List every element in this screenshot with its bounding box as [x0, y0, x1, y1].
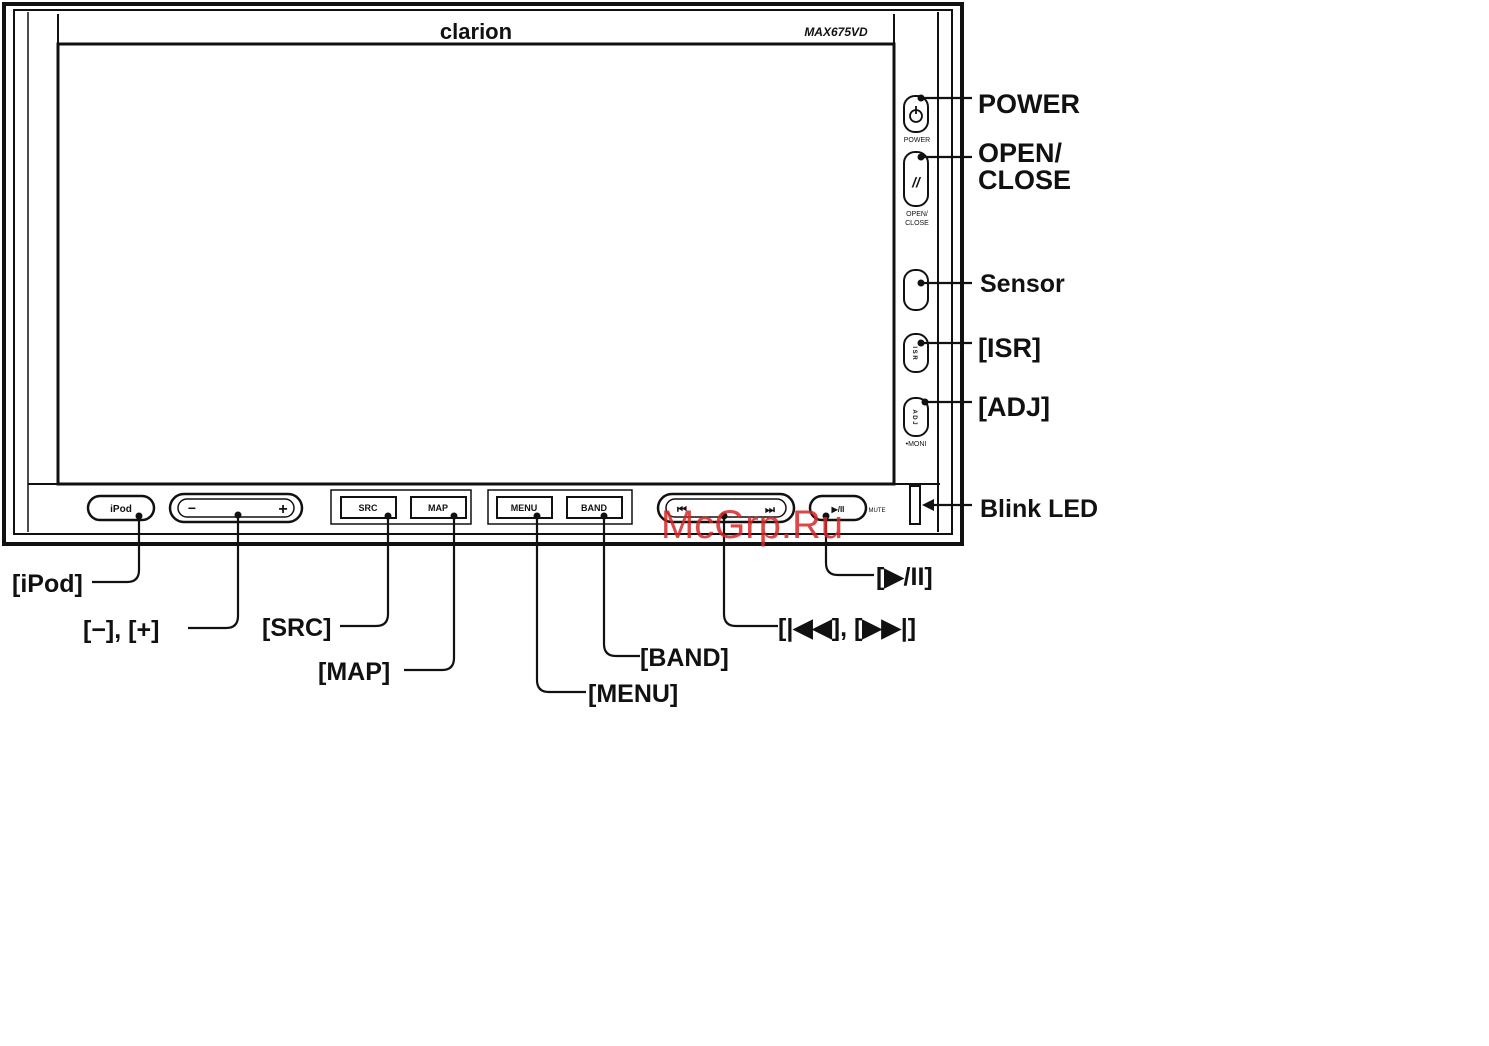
callout-open-close-2: CLOSE [978, 165, 1071, 195]
arrow-icon [922, 499, 934, 511]
open-close-button[interactable]: // [904, 152, 928, 206]
screen [58, 44, 894, 484]
volume-minus-button[interactable]: − [188, 500, 196, 516]
callout-sensor: Sensor [980, 270, 1065, 298]
isr-button[interactable]: I S R [904, 334, 928, 372]
callout-skip: [|◀◀], [▶▶|] [778, 614, 916, 642]
brand-logo: clarion [440, 19, 512, 44]
callout-src: [SRC] [262, 614, 331, 642]
adj-button-label: A D J [911, 409, 917, 424]
ipod-button[interactable]: iPod [88, 496, 154, 520]
moni-caption: •MONI [906, 441, 927, 448]
isr-button-label: I S R [911, 346, 917, 360]
device-body [4, 4, 962, 544]
open-close-caption-1: OPEN/ [906, 211, 928, 218]
callout-play-pause: [▶/II] [876, 563, 933, 591]
power-button[interactable] [904, 96, 928, 132]
callout-open-close-1: OPEN/ [978, 138, 1063, 168]
callout-adj: [ADJ] [978, 392, 1050, 422]
src-button-label: SRC [358, 503, 378, 513]
open-close-caption-2: CLOSE [905, 220, 929, 227]
band-button[interactable]: BAND [567, 497, 622, 518]
watermark: McGrp.Ru [661, 503, 843, 547]
callout-ipod: [iPod] [12, 570, 83, 598]
mute-caption: MUTE [869, 508, 886, 514]
menu-button[interactable]: MENU [497, 497, 552, 518]
callout-isr: [ISR] [978, 333, 1041, 363]
ipod-button-label: iPod [110, 504, 132, 515]
map-button[interactable]: MAP [411, 497, 466, 518]
callout-map: [MAP] [318, 658, 390, 686]
menu-button-label: MENU [511, 503, 538, 513]
callout-band: [BAND] [640, 644, 729, 672]
callout-blink-led: Blink LED [980, 495, 1098, 523]
callout-menu: [MENU] [588, 680, 678, 708]
blink-led [910, 486, 920, 524]
model-label: MAX675VD [804, 25, 868, 39]
map-button-label: MAP [428, 503, 448, 513]
callout-power: POWER [978, 89, 1080, 119]
callout-minus-plus: [−], [+] [83, 616, 159, 644]
band-button-label: BAND [581, 503, 607, 513]
sensor-window [904, 270, 928, 310]
volume-plus-button[interactable]: + [278, 501, 287, 518]
power-button-caption: POWER [904, 137, 930, 144]
